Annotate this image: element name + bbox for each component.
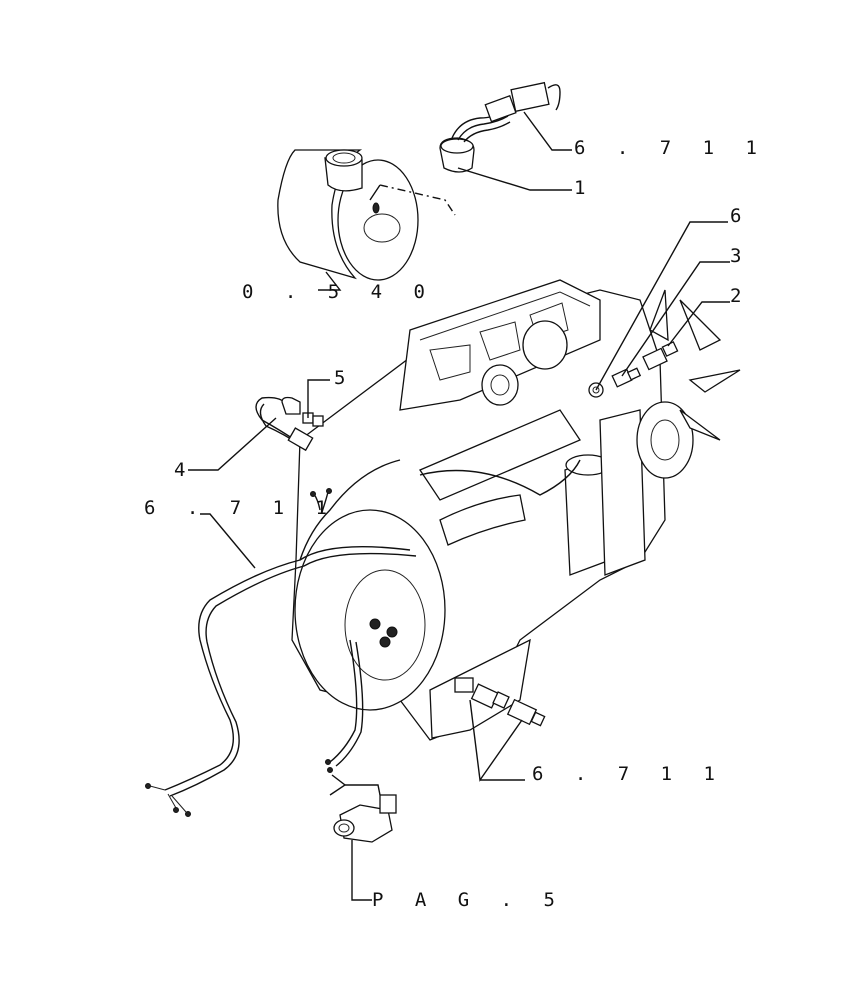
callout-item-5: 5 — [334, 367, 346, 389]
sensor-1-assembly — [439, 81, 561, 173]
callout-ref-6711-left: 6 . 7 1 1 — [144, 497, 337, 519]
lower-sensors — [470, 683, 546, 727]
callout-ref-0540: 0 . 5 4 0 — [242, 281, 435, 303]
callout-item-2: 2 — [730, 285, 742, 307]
air-filter-housing — [277, 149, 419, 281]
callout-item-3: 3 — [730, 245, 742, 267]
callout-item-1: 1 — [574, 177, 586, 199]
sensors-2-3-6 — [588, 341, 679, 398]
callout-ref-6711-bottom: 6 . 7 1 1 — [532, 763, 725, 785]
callout-ref-pag5: P A G . 5 — [372, 889, 565, 911]
leader-lines — [188, 111, 730, 901]
callout-item-4: 4 — [174, 459, 186, 481]
sensor-4-5-assembly — [255, 396, 324, 452]
callout-item-6: 6 — [730, 205, 742, 227]
callout-ref-6711-top: 6 . 7 1 1 — [574, 137, 767, 159]
engine-block — [291, 279, 741, 741]
sensor-pag5 — [333, 794, 397, 843]
wiring-harness — [145, 459, 581, 817]
